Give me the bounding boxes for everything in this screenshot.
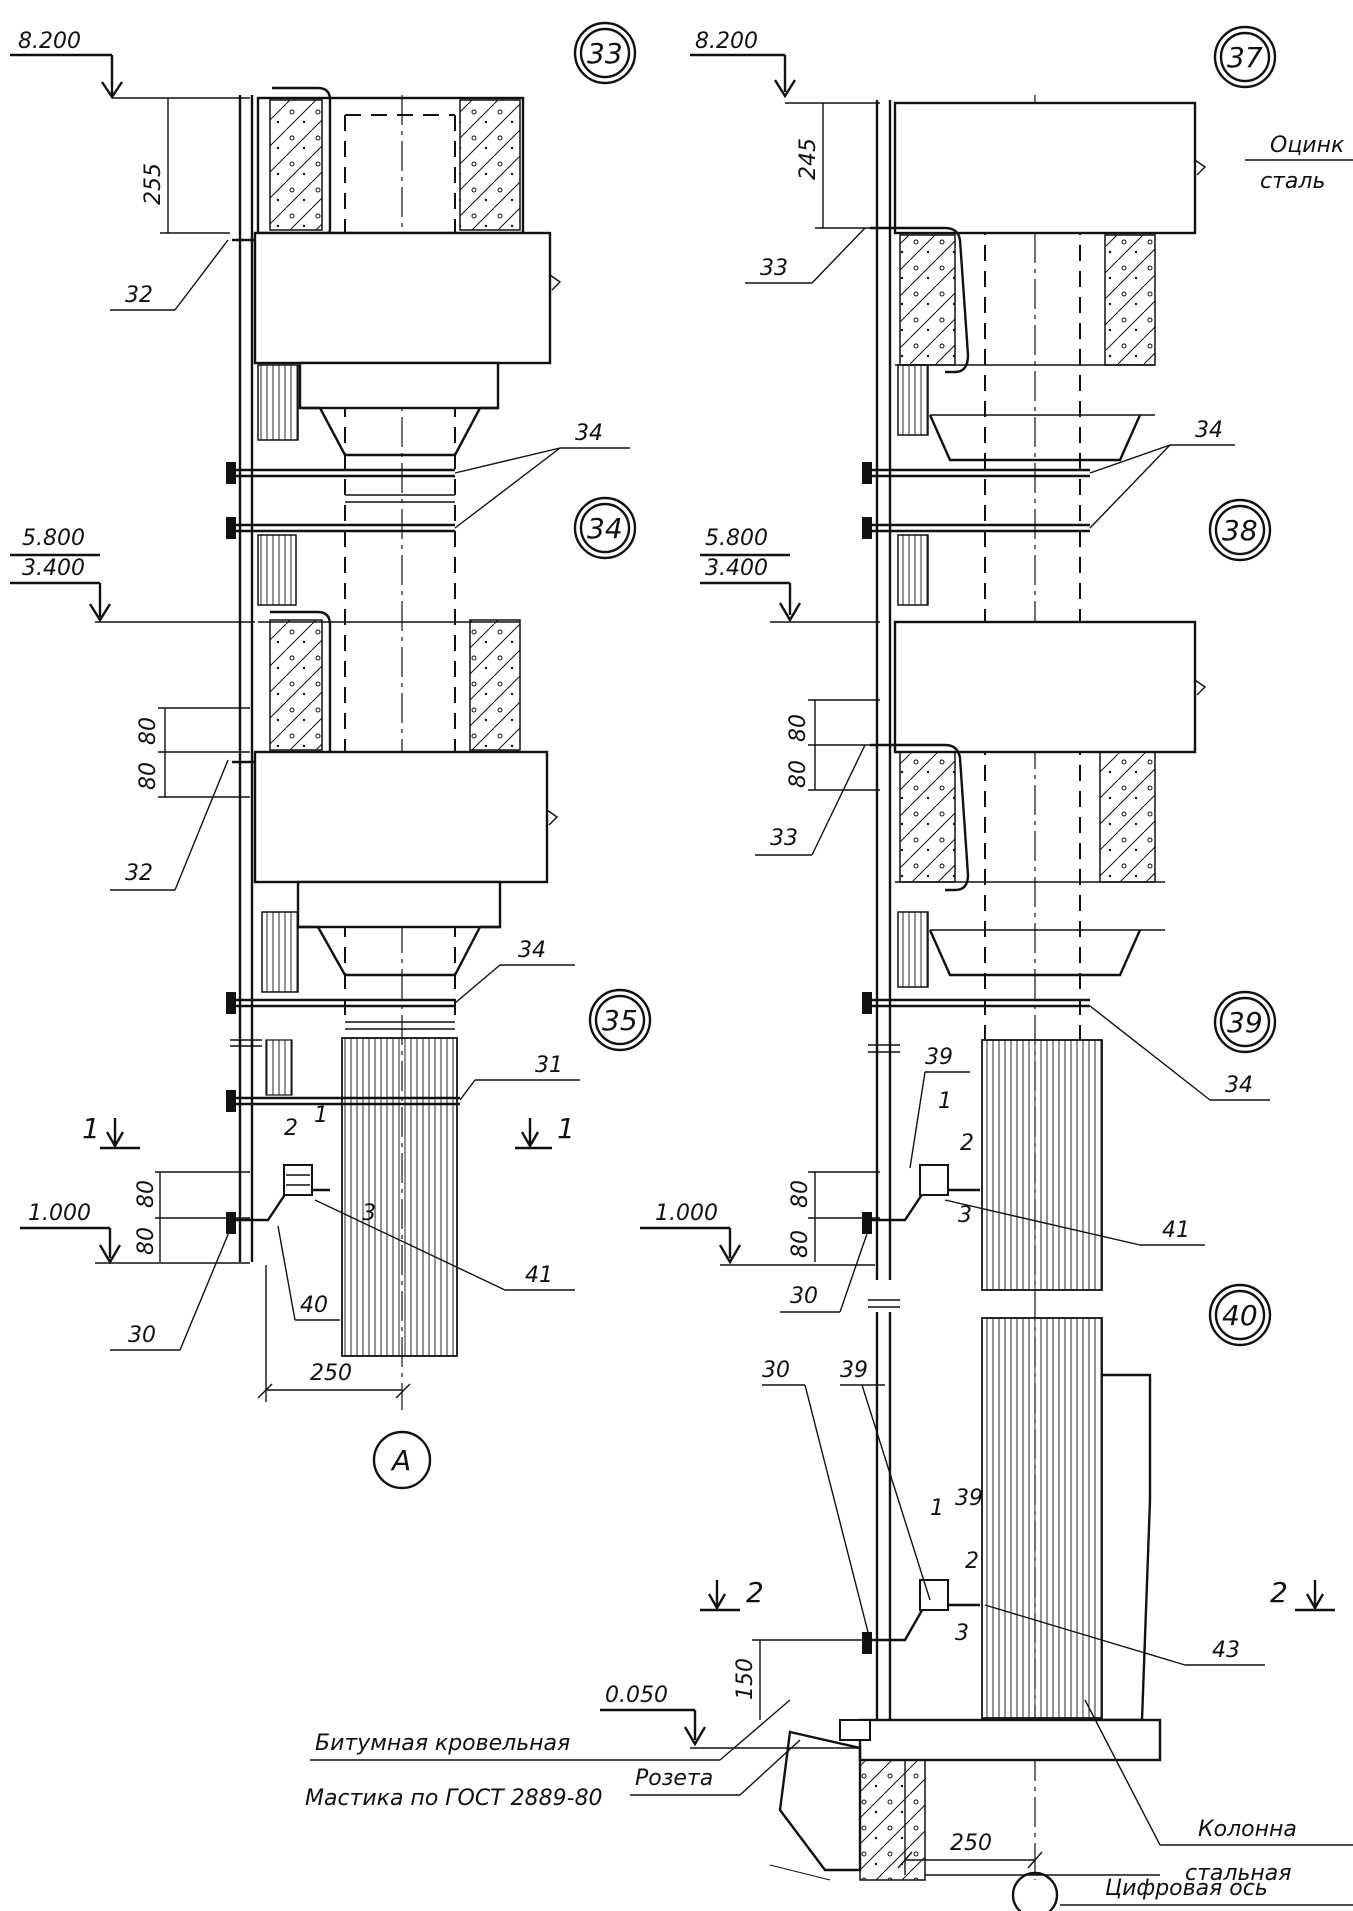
svg-text:1: 1 — [938, 1089, 952, 1114]
svg-text:41: 41 — [525, 1263, 553, 1288]
node-circle — [573, 496, 637, 560]
svg-text:31: 31 — [535, 1053, 563, 1078]
section-mark-1: 1 1 — [82, 1112, 575, 1150]
elev-label: 3.400 — [22, 556, 85, 581]
node-circle — [588, 988, 652, 1052]
svg-text:80: 80 — [788, 1180, 813, 1208]
svg-text:1: 1 — [82, 1112, 100, 1145]
section-mark-2: 2 2 — [700, 1576, 1335, 1612]
node-label: 34 — [587, 512, 623, 545]
svg-text:3: 3 — [362, 1201, 376, 1226]
clamp-33 — [870, 743, 970, 892]
svg-text:30: 30 — [128, 1323, 156, 1348]
svg-text:39: 39 — [955, 1486, 983, 1511]
svg-text:33: 33 — [770, 826, 798, 851]
callouts-left: 32 34 32 34 31 1 2 3 41 30 40 — [110, 239, 630, 1351]
svg-text:41: 41 — [1162, 1218, 1190, 1243]
svg-text:32: 32 — [125, 861, 153, 886]
clamp-33 — [870, 226, 970, 374]
elev-label: 5.800 — [22, 526, 85, 551]
svg-text:2: 2 — [960, 1131, 974, 1156]
svg-text:80: 80 — [786, 760, 811, 788]
left-detail: 8.200 5.800 3.400 1.000 — [10, 21, 652, 1490]
svg-text:3.400: 3.400 — [705, 556, 768, 581]
svg-text:1: 1 — [314, 1103, 328, 1128]
svg-text:30: 30 — [762, 1358, 790, 1383]
svg-text:39: 39 — [840, 1358, 868, 1383]
svg-text:2: 2 — [284, 1116, 298, 1141]
dim-label: 80 — [136, 717, 161, 745]
note-kolonna: Колонна — [1198, 1817, 1297, 1842]
dim-label: 80 — [134, 1227, 159, 1255]
dim-label: 255 — [141, 163, 166, 205]
svg-text:3: 3 — [955, 1621, 969, 1646]
note-bitum-1: Битумная кровельная — [315, 1731, 570, 1756]
note-bitum-2: Мастика по ГОСТ 2889-80 — [305, 1786, 603, 1811]
svg-text:1: 1 — [930, 1496, 944, 1521]
svg-text:8.200: 8.200 — [695, 29, 758, 54]
svg-text:34: 34 — [1195, 418, 1223, 443]
node-label: 33 — [587, 37, 623, 70]
note-stalnaya: стальная — [1185, 1861, 1292, 1886]
svg-text:1: 1 — [557, 1112, 575, 1145]
axis-bubble — [372, 1430, 432, 1490]
elevation-5800-3400-right: 5.800 3.400 — [700, 526, 880, 623]
svg-text:3: 3 — [958, 1203, 972, 1228]
svg-text:40: 40 — [300, 1293, 328, 1318]
elevation-8200-left: 8.200 — [10, 29, 250, 100]
svg-text:34: 34 — [1225, 1073, 1253, 1098]
axis-letter: А — [390, 1444, 411, 1477]
node-label: 38 — [1222, 514, 1258, 547]
right-detail: 8.200 5.800 3.400 1.000 0.050 — [305, 25, 1353, 1911]
svg-text:2: 2 — [746, 1576, 764, 1609]
svg-text:43: 43 — [1212, 1638, 1240, 1663]
node-label: 40 — [1222, 1299, 1258, 1332]
elevation-8200-right: 8.200 — [690, 29, 880, 104]
note-ocink: Оцинк — [1270, 133, 1345, 158]
callouts-right: 33 34 33 34 39 1 2 3 41 30 30 39 1 39 2 … — [745, 227, 1270, 1666]
note-stal: сталь — [1260, 169, 1325, 194]
svg-text:80: 80 — [786, 714, 811, 742]
steel-column-section — [341, 1037, 458, 1357]
svg-text:150: 150 — [733, 1658, 758, 1700]
dim-label: 80 — [136, 762, 161, 790]
dim-label: 80 — [134, 1180, 159, 1208]
steel-column-section — [981, 1317, 1103, 1719]
svg-text:0.050: 0.050 — [605, 1683, 668, 1708]
node-label: 39 — [1227, 1006, 1263, 1039]
svg-text:2: 2 — [1270, 1576, 1288, 1609]
node-label: 35 — [602, 1004, 638, 1037]
elevation-0050-right: 0.050 — [600, 1683, 880, 1749]
elevation-1000-right: 1.000 — [640, 1201, 875, 1266]
node-label: 37 — [1227, 41, 1263, 74]
elevation-1000-left: 1.000 — [20, 1201, 250, 1265]
elevation-5800-3400-left: 5.800 3.400 — [10, 526, 255, 623]
svg-text:34: 34 — [518, 938, 546, 963]
node-circle — [573, 21, 637, 85]
svg-text:32: 32 — [125, 283, 153, 308]
svg-text:5.800: 5.800 — [705, 526, 768, 551]
note-rozeta: Розета — [635, 1766, 713, 1791]
svg-text:33: 33 — [760, 256, 788, 281]
fastener-node — [226, 1188, 330, 1222]
dim-label: 250 — [310, 1361, 352, 1386]
note-cifrovaya-os: Цифровая ось — [1105, 1876, 1268, 1901]
svg-text:245: 245 — [796, 138, 821, 180]
svg-text:1.000: 1.000 — [655, 1201, 718, 1226]
elev-label: 8.200 — [18, 29, 81, 54]
svg-text:80: 80 — [788, 1230, 813, 1258]
elev-label: 1.000 — [28, 1201, 91, 1226]
digit-axis-bubble — [1011, 1871, 1059, 1911]
svg-text:30: 30 — [790, 1284, 818, 1309]
svg-text:39: 39 — [925, 1045, 953, 1070]
svg-text:250: 250 — [950, 1831, 992, 1856]
svg-text:2: 2 — [965, 1549, 979, 1574]
svg-text:34: 34 — [575, 421, 603, 446]
